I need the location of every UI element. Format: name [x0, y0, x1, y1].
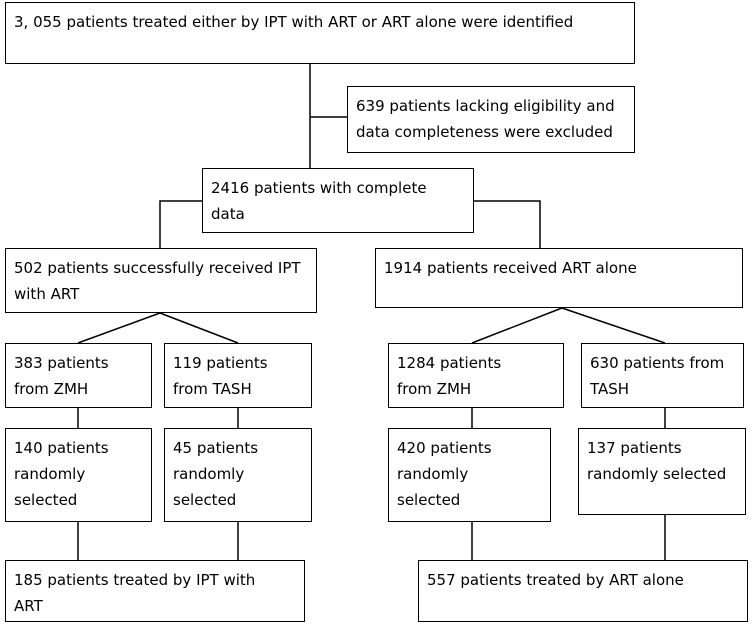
- box-ipt-tash: 119 patients from TASH: [164, 343, 312, 408]
- box-art-tash-selected: 137 patients randomly selected: [578, 428, 746, 515]
- box-ipt-group: 502 patients successfully received IPT w…: [5, 248, 317, 313]
- box-ipt-final: 185 patients treated by IPT with ART: [5, 560, 305, 622]
- box-art-zmh: 1284 patients from ZMH: [388, 343, 564, 408]
- box-art-tash: 630 patients from TASH: [581, 343, 744, 408]
- box-ipt-zmh-selected: 140 patients randomly selected: [5, 428, 152, 522]
- line-art-split-right: [561, 307, 666, 344]
- box-art-group: 1914 patients received ART alone: [375, 248, 743, 308]
- line-complete-right: [474, 200, 541, 248]
- box-art-final: 557 patients treated by ART alone: [418, 560, 748, 622]
- box-excluded: 639 patients lacking eligibility and dat…: [347, 86, 635, 153]
- box-art-zmh-selected: 420 patients randomly selected: [388, 428, 551, 522]
- line-art-split-left: [471, 307, 563, 344]
- box-complete: 2416 patients with complete data were co…: [202, 168, 474, 233]
- box-ipt-zmh: 383 patients from ZMH: [5, 343, 152, 408]
- box-ipt-tash-selected: 45 patients randomly selected: [164, 428, 312, 522]
- box-identified: 3, 055 patients treated either by IPT wi…: [5, 2, 635, 64]
- line-ipt-split-left: [77, 312, 161, 344]
- line-complete-left: [159, 200, 202, 248]
- line-ipt-split-right: [159, 312, 239, 344]
